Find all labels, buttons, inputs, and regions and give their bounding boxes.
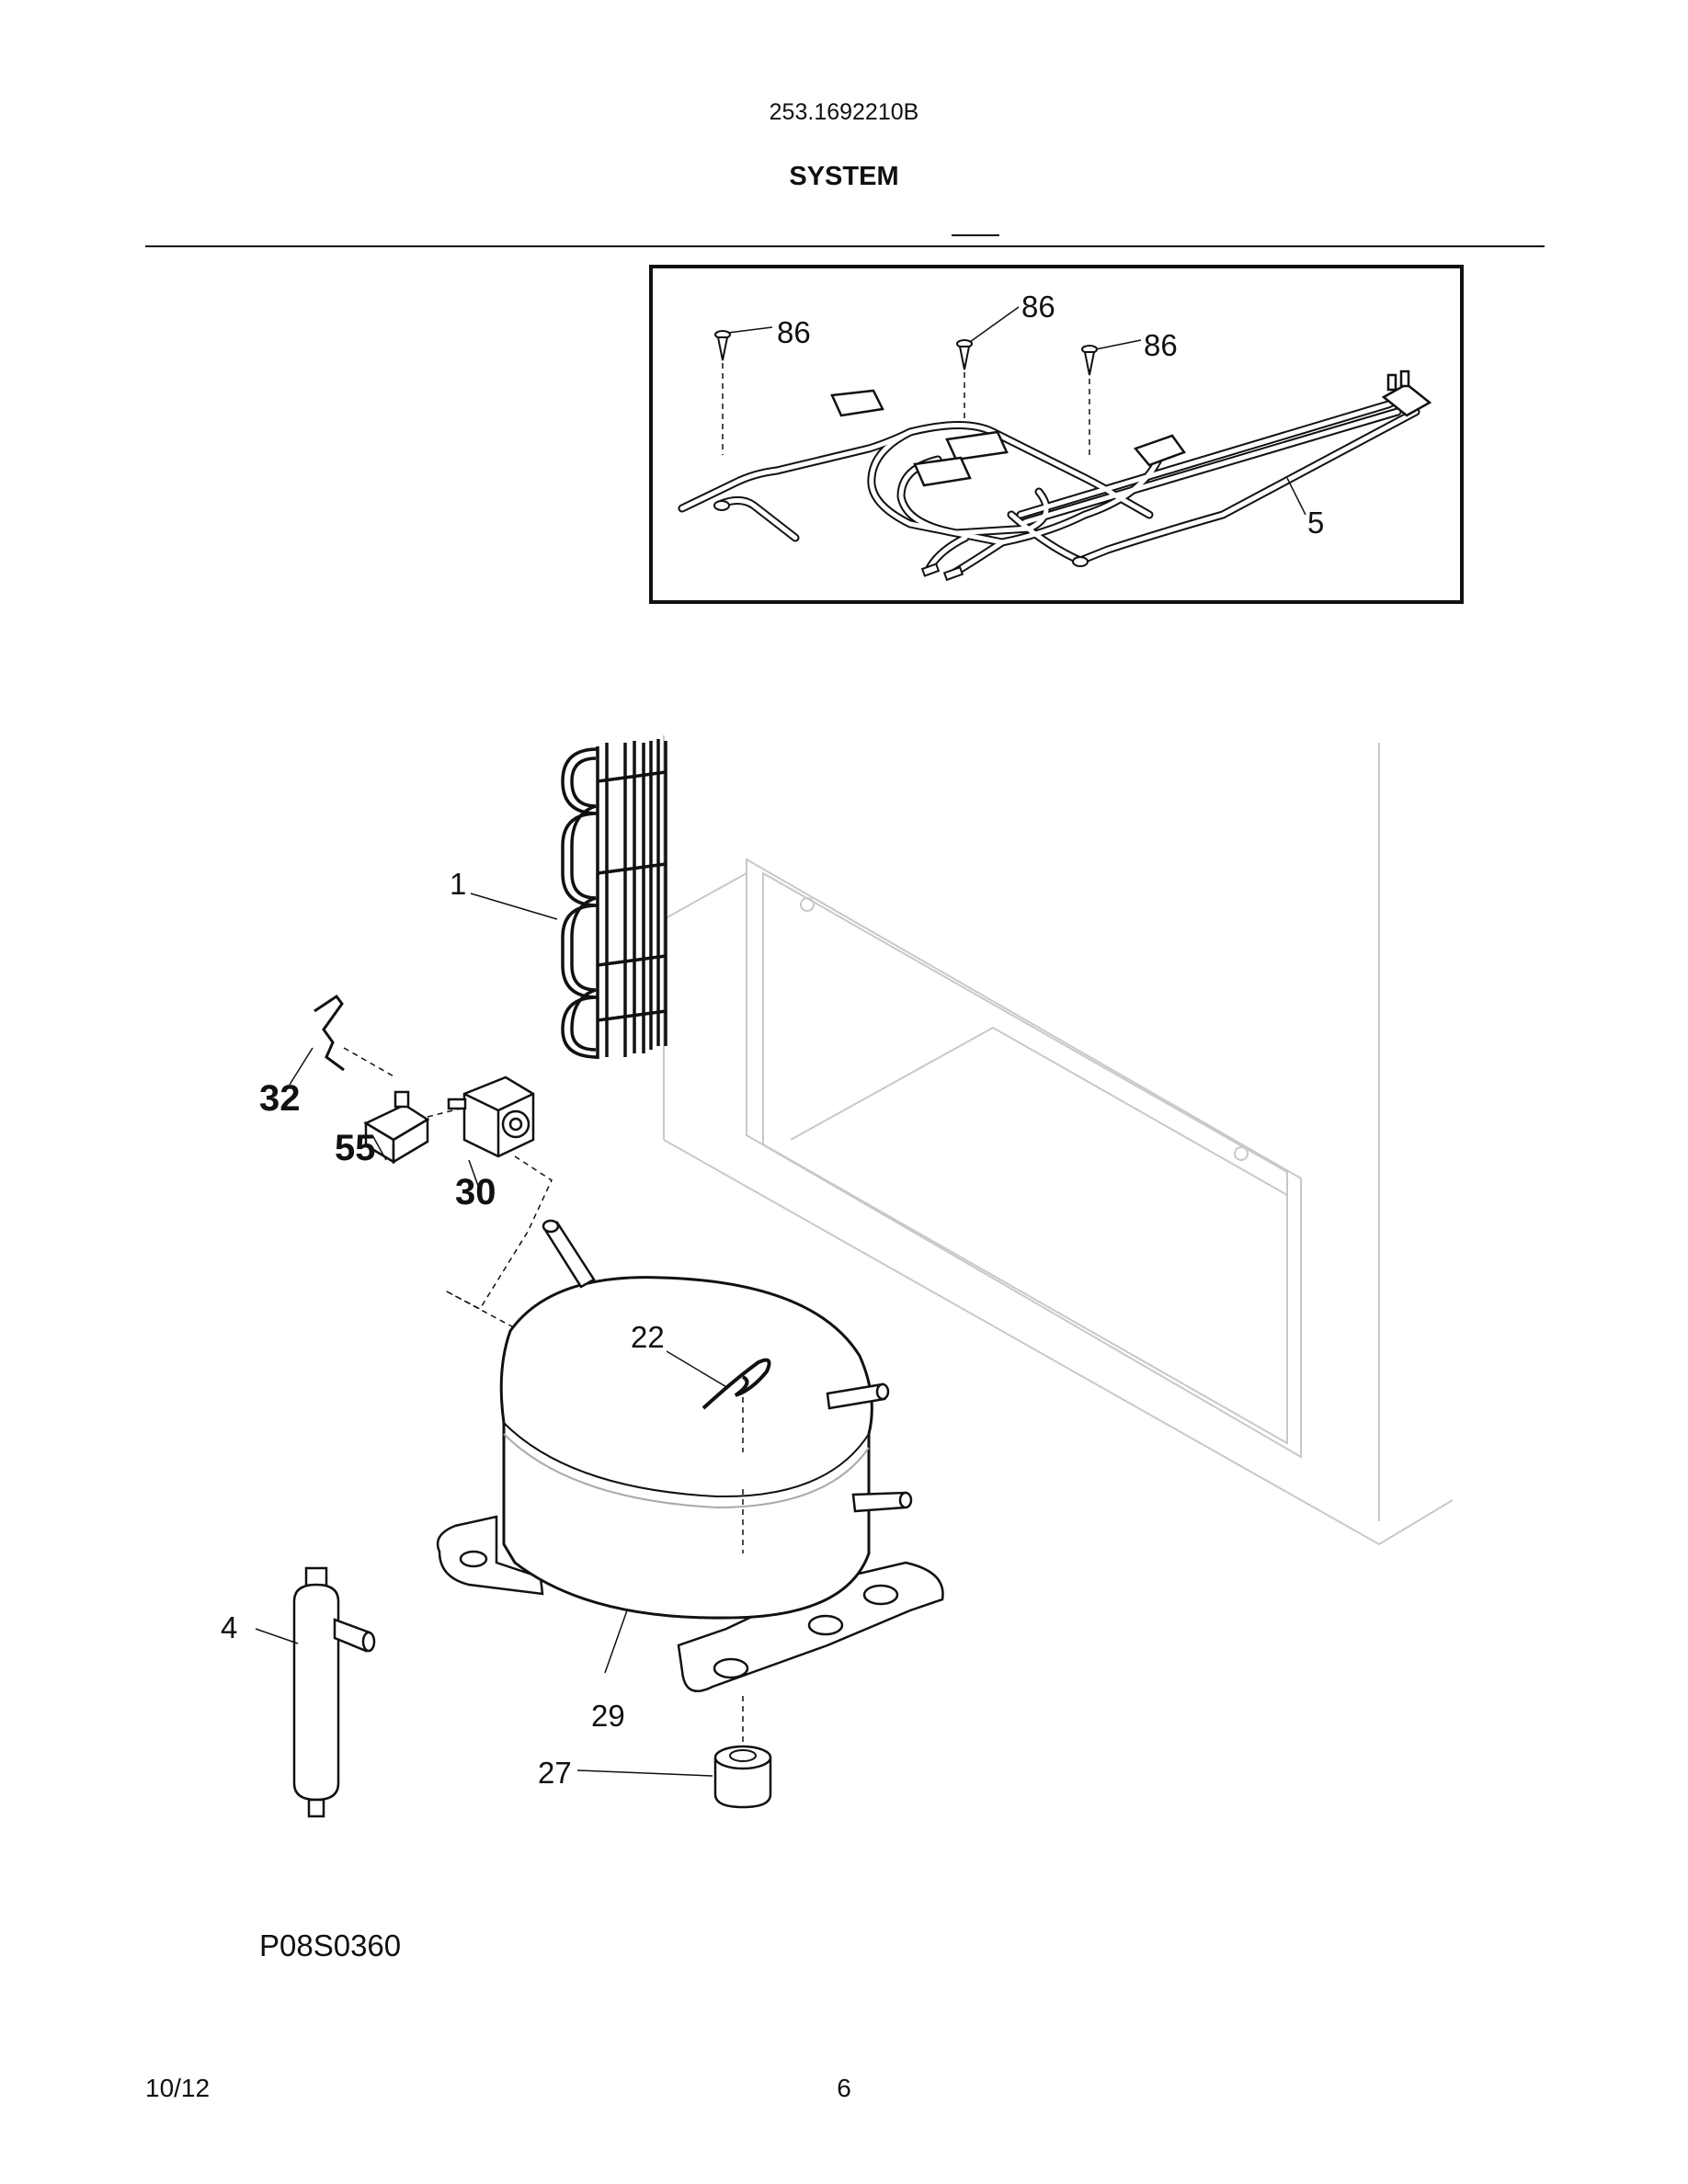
cabinet-background <box>663 735 1454 1546</box>
callout-1-condenser: 1 <box>450 867 466 901</box>
model-number: 253.1692210B <box>769 99 919 125</box>
callout-86-right: 86 <box>1144 328 1178 362</box>
revision-date: 10/12 <box>145 2074 211 2102</box>
screw-86-left <box>714 330 731 361</box>
callout-86-left: 86 <box>777 315 811 349</box>
grommet: 27 <box>538 1745 772 1809</box>
callout-86-middle: 86 <box>1021 290 1055 324</box>
header-tick <box>952 234 999 236</box>
callout-29-compressor: 29 <box>591 1699 625 1733</box>
callout-27-grommet: 27 <box>538 1756 572 1790</box>
callout-55-overload: 55 <box>335 1128 376 1168</box>
page-number: 6 <box>837 2074 851 2102</box>
screw-86-right <box>1081 345 1098 376</box>
condenser-coil <box>561 739 667 1059</box>
callout-30-relay: 30 <box>455 1172 496 1212</box>
compressor: 22 29 <box>436 1219 944 1751</box>
header-rule <box>145 245 1545 247</box>
callout-32-clip: 32 <box>259 1078 301 1119</box>
callout-5-harness: 5 <box>1307 506 1324 540</box>
electrical-components: 32 55 30 <box>259 994 553 1332</box>
filter-drier: 4 <box>221 1566 376 1818</box>
wiring-harness-inset: 86 86 86 5 <box>649 265 1464 604</box>
section-title: SYSTEM <box>789 162 899 191</box>
callout-4-drier: 4 <box>221 1610 237 1644</box>
screw-86-middle <box>956 339 973 370</box>
figure-code: P08S0360 <box>259 1928 402 1962</box>
condenser-callout: 1 <box>450 867 558 920</box>
callout-22-wire-clip: 22 <box>631 1320 665 1354</box>
